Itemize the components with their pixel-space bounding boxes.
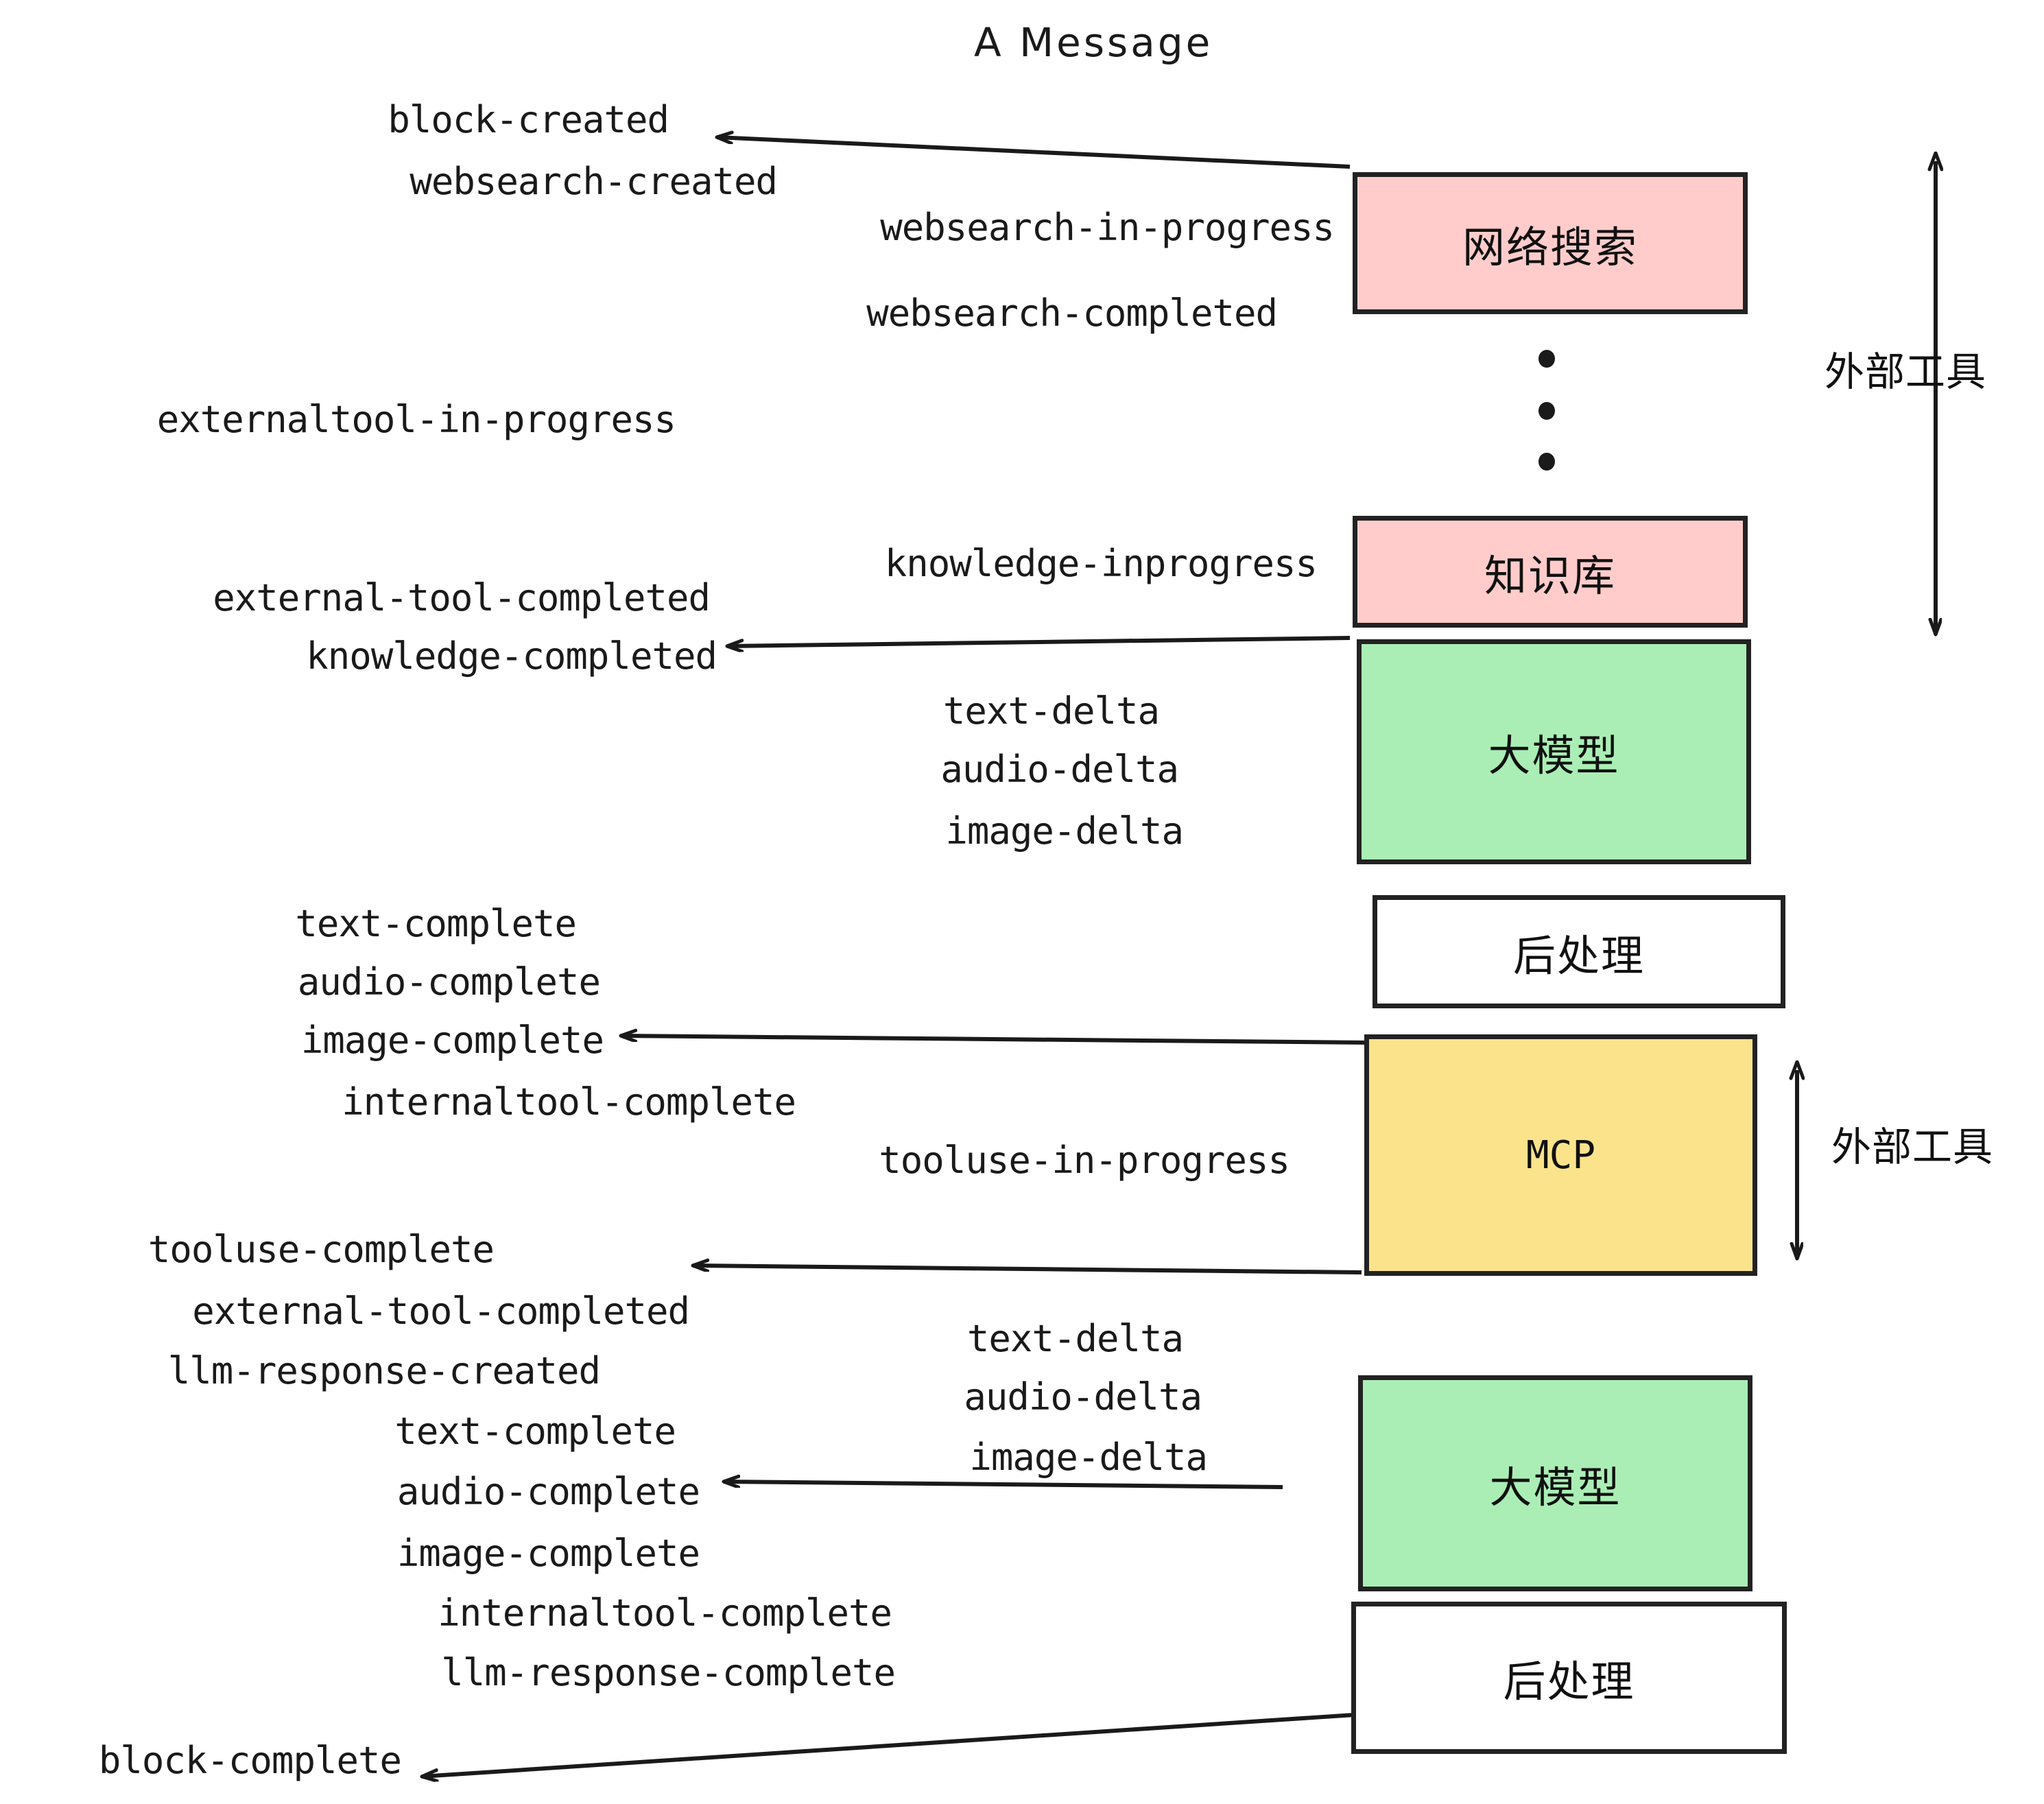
event-text-complete-2: text-complete: [394, 1410, 676, 1453]
event-block-complete: block-complete: [98, 1739, 402, 1782]
event-knowledge-completed: knowledge-completed: [306, 634, 717, 678]
event-external-tool-completed-1: external-tool-completed: [213, 576, 711, 619]
event-audio-delta-2: audio-delta: [964, 1375, 1202, 1419]
event-audio-delta-1: audio-delta: [940, 748, 1179, 791]
event-image-delta-2: image-delta: [969, 1436, 1208, 1479]
box-llm-2-label: 大模型: [1489, 1462, 1621, 1512]
arrow-block-complete: [422, 1713, 1355, 1777]
event-externaltool-in-progress: externaltool-in-progress: [156, 398, 676, 441]
arrow-audio-complete: [724, 1482, 1283, 1489]
arrow-knowledge-completed: [727, 636, 1351, 646]
side-label-external-tools-top: 外部工具: [1825, 348, 1987, 395]
event-internaltool-complete-2: internaltool-complete: [438, 1591, 892, 1635]
arrow-block-created: [717, 137, 1351, 169]
event-text-complete-1: text-complete: [295, 902, 577, 945]
event-external-tool-completed-2: external-tool-completed: [192, 1290, 690, 1333]
event-audio-complete-1: audio-complete: [297, 960, 601, 1004]
box-llm-1-label: 大模型: [1488, 731, 1620, 781]
event-llm-response-complete: llm-response-complete: [441, 1651, 896, 1694]
box-llm-2: 大模型: [1358, 1375, 1752, 1591]
event-image-complete-1: image-complete: [300, 1019, 604, 1062]
ellipsis-dot-3: [1538, 453, 1555, 471]
page-title: A Message: [974, 19, 1213, 66]
event-knowledge-inprogress: knowledge-inprogress: [884, 542, 1318, 585]
event-websearch-created: websearch-created: [409, 160, 778, 203]
event-internaltool-complete-1: internaltool-complete: [342, 1080, 796, 1124]
event-tooluse-complete: tooluse-complete: [147, 1228, 495, 1271]
arrow-image-complete: [621, 1036, 1369, 1045]
ellipsis-dot-2: [1538, 402, 1555, 420]
event-block-created: block-created: [388, 98, 669, 141]
event-websearch-in-progress: websearch-in-progress: [880, 206, 1335, 249]
box-postprocess-1-label: 后处理: [1512, 930, 1645, 981]
event-audio-complete-2: audio-complete: [396, 1470, 700, 1513]
event-tooluse-in-progress: tooluse-in-progress: [879, 1139, 1290, 1182]
box-websearch-label: 网络搜索: [1462, 222, 1638, 272]
box-mcp: MCP: [1364, 1034, 1757, 1276]
arrow-tooluse-complete: [693, 1266, 1362, 1274]
box-mcp-label: MCP: [1525, 1132, 1596, 1178]
side-label-external-tools-bottom: 外部工具: [1831, 1124, 1994, 1170]
event-image-complete-2: image-complete: [396, 1532, 700, 1575]
box-postprocess-2-label: 后处理: [1503, 1657, 1635, 1707]
box-knowledge: 知识库: [1353, 516, 1748, 628]
box-knowledge-label: 知识库: [1484, 550, 1616, 601]
ellipsis-dot-1: [1538, 350, 1555, 368]
event-image-delta-1: image-delta: [945, 809, 1184, 853]
event-text-delta-2: text-delta: [966, 1317, 1184, 1360]
event-llm-response-created: llm-response-created: [167, 1349, 601, 1392]
event-websearch-completed: websearch-completed: [866, 292, 1278, 335]
box-websearch: 网络搜索: [1353, 172, 1748, 314]
box-postprocess-1: 后处理: [1372, 895, 1785, 1008]
event-text-delta-1: text-delta: [942, 689, 1160, 733]
box-postprocess-2: 后处理: [1351, 1602, 1787, 1754]
box-llm-1: 大模型: [1357, 639, 1751, 864]
